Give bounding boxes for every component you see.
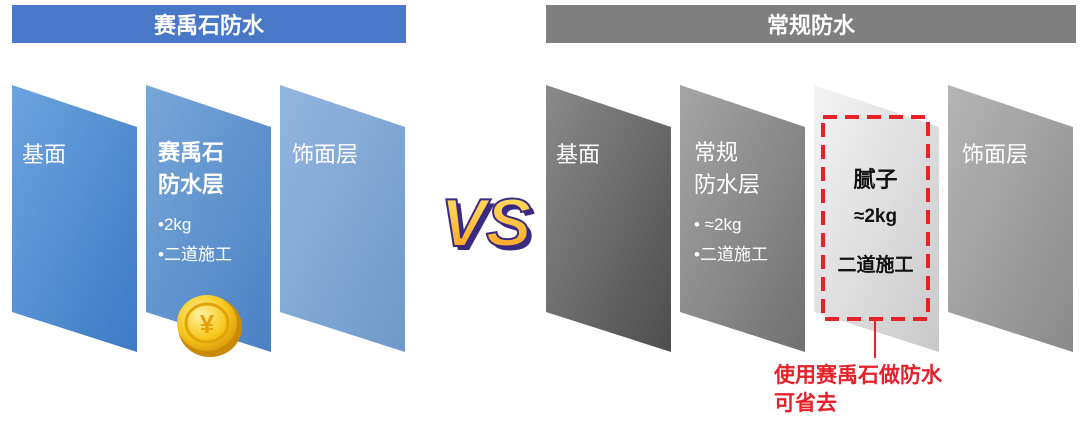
left-bullet-amount: •2kg xyxy=(158,215,192,234)
right-panel-finish xyxy=(948,85,1073,352)
right-panel-waterproof xyxy=(680,85,805,352)
right-bullet-amount: • ≈2kg xyxy=(694,215,742,234)
left-panel-base xyxy=(12,85,137,352)
annotation-line2: 可省去 xyxy=(774,392,837,415)
left-base-label: 基面 xyxy=(22,142,67,167)
right-base-label: 基面 xyxy=(556,142,601,167)
left-panel-waterproof xyxy=(146,85,271,352)
left-waterproof-label-line1: 赛禹石 xyxy=(158,140,225,165)
right-waterproof-label-line2: 防水层 xyxy=(694,172,761,197)
left-panel-finish xyxy=(280,85,405,352)
right-section-header: 常规防水 xyxy=(546,5,1076,43)
putty-highlight-box xyxy=(821,115,930,321)
right-panel-base xyxy=(546,85,671,352)
putty-title: 腻子 xyxy=(853,167,898,192)
left-finish-label: 饰面层 xyxy=(292,142,359,167)
putty-amount: ≈2kg xyxy=(853,206,898,227)
svg-text:¥: ¥ xyxy=(200,309,215,339)
vs-logo: VS VS xyxy=(440,184,536,265)
left-bullet-method: •二道施工 xyxy=(158,245,232,264)
right-bullet-method: •二道施工 xyxy=(694,245,768,264)
right-waterproof-label-line1: 常规 xyxy=(694,140,739,165)
svg-text:VS: VS xyxy=(445,189,536,265)
right-finish-label: 饰面层 xyxy=(962,142,1029,167)
yen-coin-icon: ¥ xyxy=(177,295,242,357)
svg-text:VS: VS xyxy=(441,185,532,261)
putty-method: 二道施工 xyxy=(837,255,914,276)
left-section-header: 赛禹石防水 xyxy=(12,5,406,43)
right-panel-putty xyxy=(814,85,939,352)
left-waterproof-label-line2: 防水层 xyxy=(158,172,225,197)
annotation-line1: 使用赛禹石做防水 xyxy=(774,364,942,387)
